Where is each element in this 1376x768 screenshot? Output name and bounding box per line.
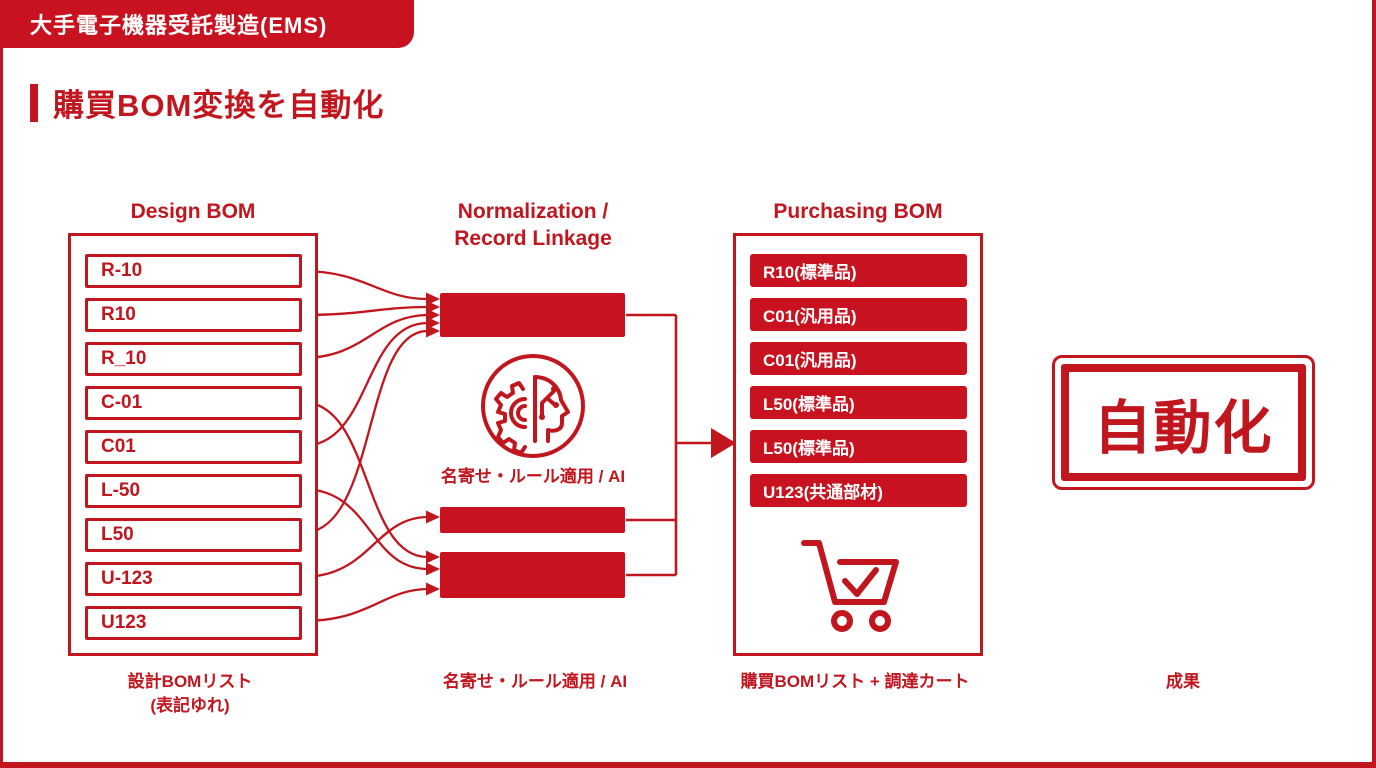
purchasing-caption: 購買BOMリスト + 調達カート [740,672,970,691]
design-caption-line2: (表記ゆれ) [150,696,230,715]
design-bom-box: R-10 R10 R_10 C-01 C01 L-50 L50 U-123 U1… [68,233,318,656]
normalization-heading: Normalization / Record Linkage [454,198,612,252]
purchasing-item: R10(標準品) [750,254,967,287]
frame-left-edge [0,0,3,768]
normalization-bar-3 [440,552,625,598]
purchasing-item: C01(汎用品) [750,298,967,331]
frame-bottom-edge [0,762,1376,768]
page-title: 購買BOM変換を自動化 [53,88,385,123]
design-item: R10 [85,298,302,332]
title-accent-bar [30,83,38,122]
title-block: 購買BOM変換を自動化 [30,80,384,125]
design-item: U123 [85,606,302,640]
purchasing-item: L50(標準品) [750,430,967,463]
design-caption-line1: 設計BOMリスト [127,672,253,691]
design-item: L-50 [85,474,302,508]
gear-ai-head-icon [481,354,585,458]
purchasing-item: U123(共通部材) [750,474,967,507]
shopping-cart-check-icon [801,540,899,632]
industry-badge: 大手電子機器受託製造(EMS) [0,0,414,48]
purchasing-item: C01(汎用品) [750,342,967,375]
normalization-label: 名寄せ・ルール適用 / AI [440,467,626,486]
purchasing-bom-box: R10(標準品) C01(汎用品) C01(汎用品) L50(標準品) L50(… [733,233,983,656]
design-item: C01 [85,430,302,464]
design-item: R-10 [85,254,302,288]
design-item: R_10 [85,342,302,376]
result-stamp: 自動化 [1052,355,1315,490]
design-item: C-01 [85,386,302,420]
industry-badge-label: 大手電子機器受託製造(EMS) [30,13,328,38]
normalization-bar-2 [440,507,625,533]
purchasing-bom-heading: Purchasing BOM [773,200,943,223]
design-caption: 設計BOMリスト (表記ゆれ) [128,670,253,718]
result-stamp-text: 自動化 [1093,395,1274,461]
design-item: L50 [85,518,302,552]
purchasing-item: L50(標準品) [750,386,967,419]
design-bom-heading: Design BOM [130,200,256,223]
normalization-caption: 名寄せ・ルール適用 / AI [442,672,628,691]
normalization-heading-line1: Normalization / [457,200,609,223]
result-stamp-inner: 自動化 [1061,364,1306,481]
result-caption: 成果 [1166,672,1200,691]
frame-right-edge [1372,0,1376,768]
normalization-heading-line2: Record Linkage [454,227,612,250]
design-item: U-123 [85,562,302,596]
normalization-bar-1 [440,293,625,337]
